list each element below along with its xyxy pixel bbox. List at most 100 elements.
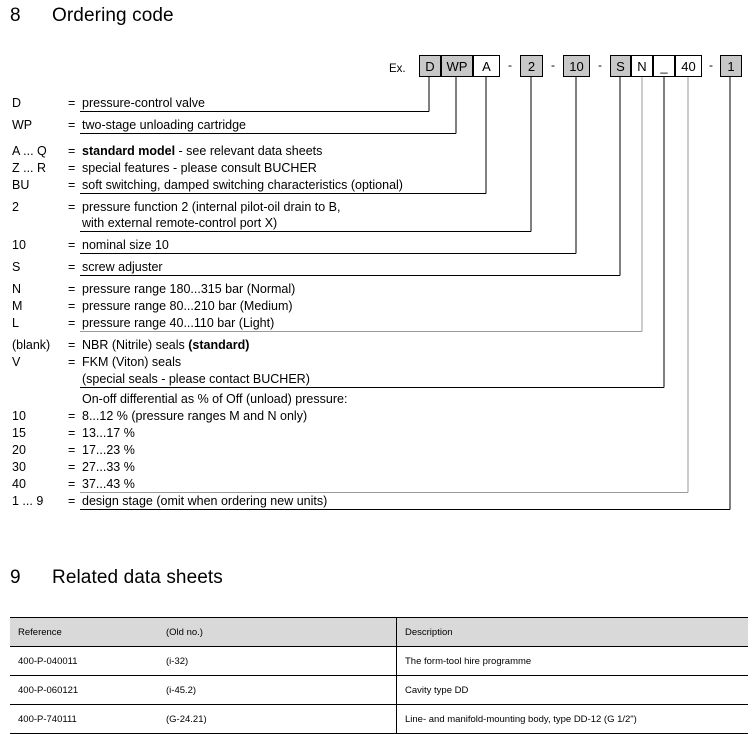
legend-key: Z ... R xyxy=(12,161,47,175)
legend-key: WP xyxy=(12,118,33,132)
column-header-description: Description xyxy=(396,617,748,647)
legend-equals-sign: = xyxy=(68,144,76,158)
code-box-10: 10 xyxy=(563,55,590,77)
legend-key: 20 xyxy=(12,443,26,457)
table-cell-old-no: (i-45.2) xyxy=(158,675,397,705)
table-cell-description: Cavity type DD xyxy=(396,675,748,705)
legend-equals-sign: = xyxy=(68,96,76,110)
legend-equals-sign: = xyxy=(68,477,76,491)
legend-description: design stage (omit when ordering new uni… xyxy=(82,494,328,508)
legend-description-rest: NBR (Nitrile) seals xyxy=(82,338,189,352)
legend-description: nominal size 10 xyxy=(82,238,169,252)
legend-description-bold: (standard) xyxy=(188,338,250,352)
table-cell-reference: 400-P-060121 xyxy=(10,675,158,705)
legend-key: 2 xyxy=(12,200,19,214)
legend-key: 10 xyxy=(12,409,26,423)
table-body: 400-P-040011(i-32)The form-tool hire pro… xyxy=(10,646,748,734)
section-number: 9 xyxy=(10,567,21,588)
legend-equals-sign: = xyxy=(68,118,76,132)
code-separator-dash: - xyxy=(508,58,512,72)
legend-description-rest: - see relevant data sheets xyxy=(175,144,323,158)
legend-equals-sign: = xyxy=(68,260,76,274)
legend-key: 1 ... 9 xyxy=(12,494,44,508)
table-cell-reference: 400-P-740111 xyxy=(10,704,158,734)
legend-key: V xyxy=(12,355,21,369)
column-header-old-no: (Old no.) xyxy=(158,617,397,647)
legend-description: FKM (Viton) seals xyxy=(82,355,182,369)
code-separator-dash: - xyxy=(598,58,602,72)
legend-equals-sign: = xyxy=(68,494,76,508)
legend-equals-sign: = xyxy=(68,443,76,457)
legend-key: M xyxy=(12,299,23,313)
table-header-row: Reference (Old no.) Description xyxy=(10,617,748,647)
legend-key: 40 xyxy=(12,477,26,491)
legend-key: L xyxy=(12,316,19,330)
column-header-reference: Reference xyxy=(10,617,158,647)
table-cell-reference: 400-P-040011 xyxy=(10,646,158,676)
code-box-40: 40 xyxy=(675,55,702,77)
legend-description: pressure function 2 (internal pilot-oil … xyxy=(82,200,341,214)
legend-description: 13...17 % xyxy=(82,426,135,440)
legend-key: BU xyxy=(12,178,30,192)
legend-description: soft switching, damped switching charact… xyxy=(82,178,403,192)
table-cell-old-no: (G-24.21) xyxy=(158,704,397,734)
related-data-sheets-table: Reference (Old no.) Description 400-P-04… xyxy=(10,617,748,734)
legend-key: S xyxy=(12,260,21,274)
table-row: 400-P-060121(i-45.2)Cavity type DD xyxy=(10,675,748,705)
code-box-_: _ xyxy=(653,55,675,77)
legend-equals-sign: = xyxy=(68,282,76,296)
legend-key: 10 xyxy=(12,238,26,252)
legend-description: 27...33 % xyxy=(82,460,135,474)
legend-description: pressure range 40...110 bar (Light) xyxy=(82,316,275,330)
legend-key: N xyxy=(12,282,22,296)
legend-equals-sign: = xyxy=(68,200,76,214)
code-separator-dash: - xyxy=(551,58,555,72)
legend-equals-sign: = xyxy=(68,238,76,252)
code-box-wp: WP xyxy=(441,55,473,77)
code-box-n: N xyxy=(631,55,653,77)
legend-description: pressure range 180...315 bar (Normal) xyxy=(82,282,296,296)
legend-equals-sign: = xyxy=(68,460,76,474)
legend-description: 17...23 % xyxy=(82,443,135,457)
legend-description: (special seals - please contact BUCHER) xyxy=(82,372,310,386)
section-number: 8 xyxy=(10,5,21,26)
code-box-d: D xyxy=(419,55,441,77)
legend-key: (blank) xyxy=(12,338,51,352)
legend-description: pressure range 80...210 bar (Medium) xyxy=(82,299,293,313)
legend-equals-sign: = xyxy=(68,178,76,192)
legend-description: On-off differential as % of Off (unload)… xyxy=(82,392,348,406)
legend-key: 30 xyxy=(12,460,26,474)
legend-equals-sign: = xyxy=(68,409,76,423)
legend-description-bold: standard model xyxy=(82,144,176,158)
table-cell-old-no: (i-32) xyxy=(158,646,397,676)
code-separator-dash: - xyxy=(709,58,713,72)
legend-description: standard model - see relevant data sheet… xyxy=(82,144,322,158)
legend-equals-sign: = xyxy=(68,299,76,313)
table-cell-description: The form-tool hire programme xyxy=(396,646,748,676)
table-row: 400-P-740111(G-24.21)Line- and manifold-… xyxy=(10,704,748,734)
legend-description: two-stage unloading cartridge xyxy=(82,118,246,132)
legend-key: A ... Q xyxy=(12,144,47,158)
table-row: 400-P-040011(i-32)The form-tool hire pro… xyxy=(10,646,748,676)
legend-key: D xyxy=(12,96,22,110)
legend-description: special features - please consult BUCHER xyxy=(82,161,317,175)
example-label: Ex. xyxy=(389,63,406,75)
legend-equals-sign: = xyxy=(68,338,76,352)
page-title-ordering-code: 8 Ordering code xyxy=(10,5,410,31)
legend-equals-sign: = xyxy=(68,161,76,175)
code-box-2: 2 xyxy=(520,55,543,77)
legend-description: 8...12 % (pressure ranges M and N only) xyxy=(82,409,308,423)
legend-description: 37...43 % xyxy=(82,477,135,491)
legend-equals-sign: = xyxy=(68,355,76,369)
table-cell-description: Line- and manifold-mounting body, type D… xyxy=(396,704,748,734)
section-title: Related data sheets xyxy=(52,567,223,588)
section-title: Ordering code xyxy=(52,5,174,26)
code-box-s: S xyxy=(610,55,631,77)
page-title-related-data-sheets: 9 Related data sheets xyxy=(10,567,410,593)
legend-key: 15 xyxy=(12,426,26,440)
legend-equals-sign: = xyxy=(68,426,76,440)
legend-description: NBR (Nitrile) seals (standard) xyxy=(82,338,249,352)
legend-equals-sign: = xyxy=(68,316,76,330)
code-box-a: A xyxy=(473,55,500,77)
